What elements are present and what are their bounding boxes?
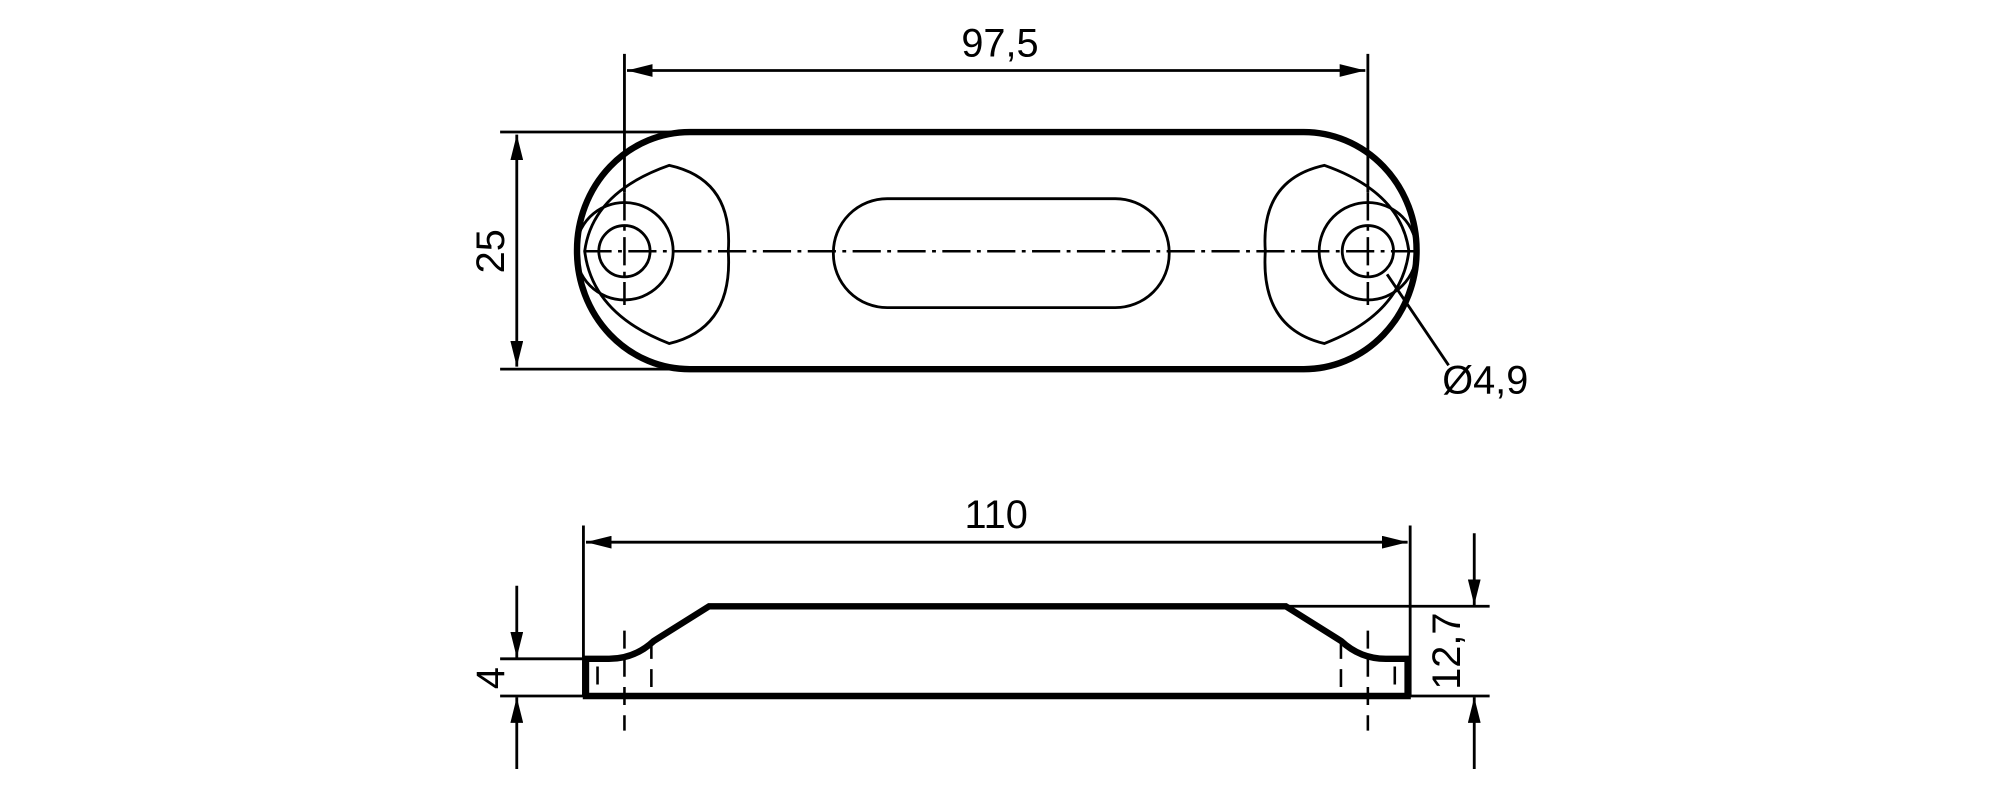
side-profile bbox=[582, 603, 1411, 700]
dimension-label-hole-diameter: Ø4,9 bbox=[1442, 359, 1528, 403]
dimension-label-base-height: 4 bbox=[469, 667, 513, 689]
right-recess bbox=[1263, 163, 1411, 345]
leader-line-hole-diameter bbox=[1385, 273, 1450, 367]
dimension-label-length: 110 bbox=[964, 493, 1027, 537]
center-slot bbox=[831, 197, 1171, 310]
dimension-label-total-height: 12,7 bbox=[1425, 612, 1469, 689]
side-view: 110 4 12,7 bbox=[469, 493, 1490, 770]
left-recess bbox=[583, 163, 731, 345]
dimension-label-width: 25 bbox=[469, 229, 513, 273]
dimension-label-hole-spacing: 97,5 bbox=[961, 21, 1038, 65]
top-view: 97,5 25 Ø4,9 bbox=[469, 21, 1528, 402]
